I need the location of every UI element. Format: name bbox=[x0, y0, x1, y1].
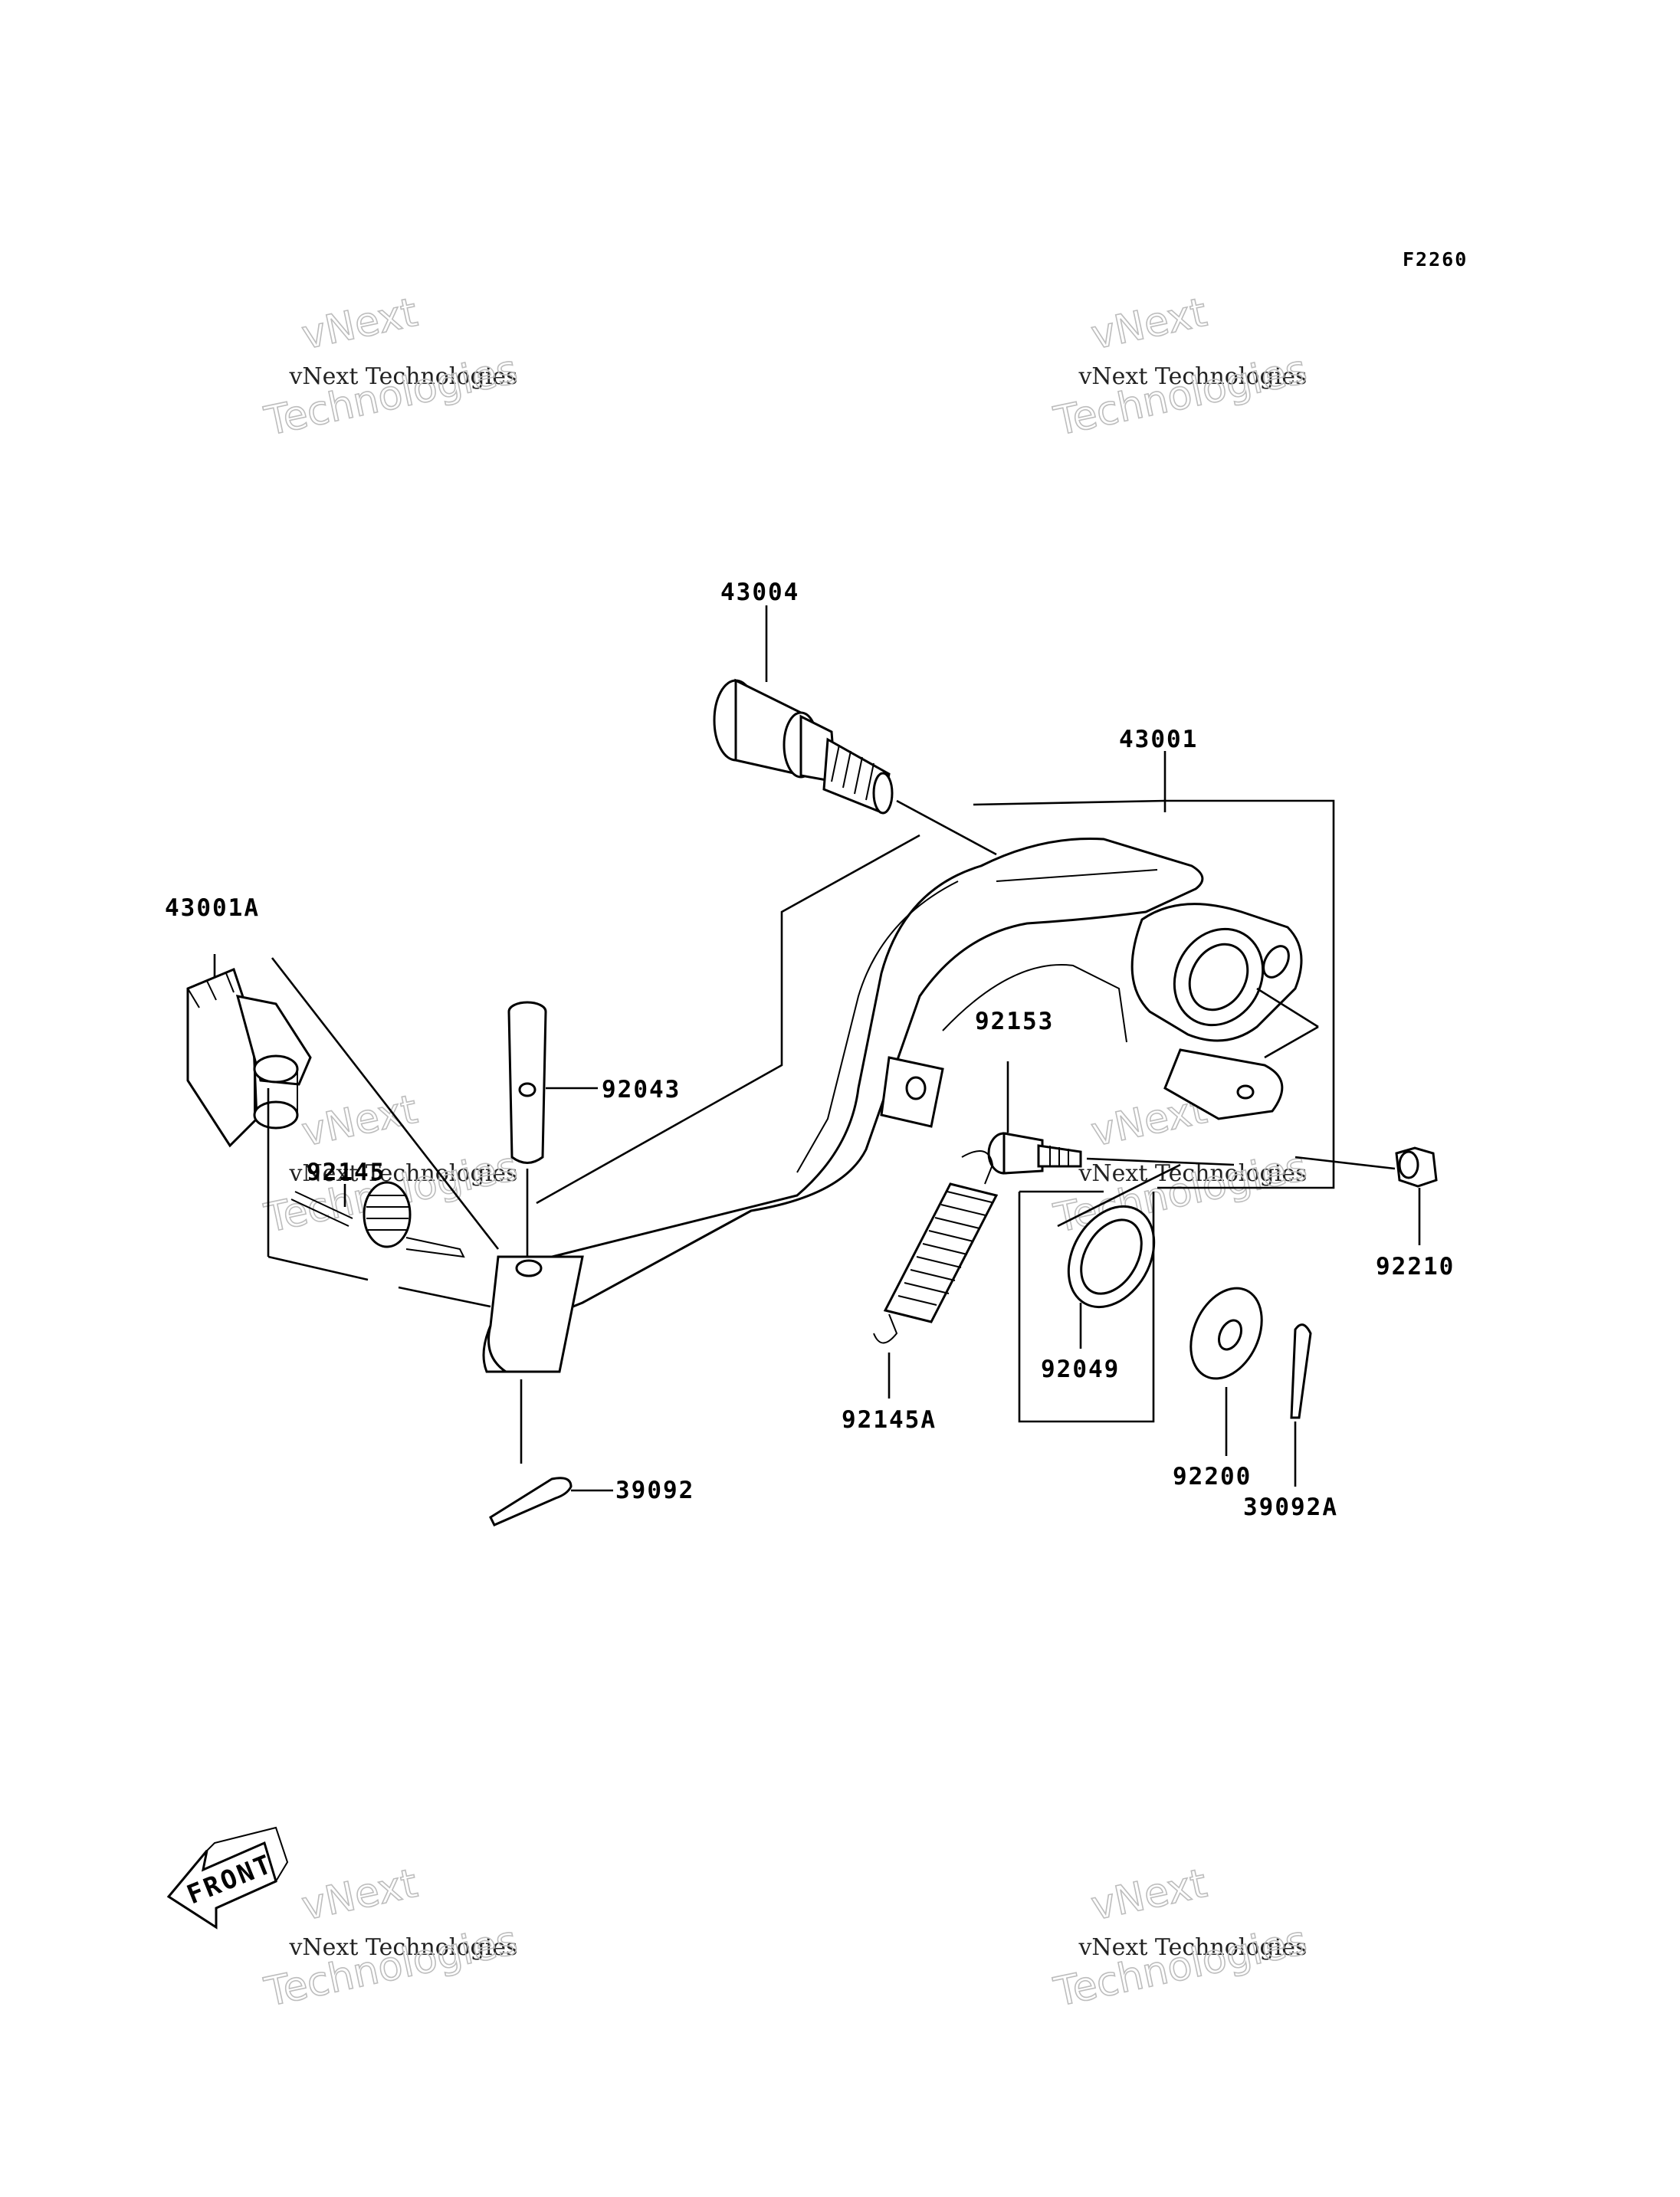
tension-spring-92145A bbox=[873, 1150, 999, 1344]
svg-text:vNext: vNext bbox=[1088, 290, 1211, 359]
figure-code: F2260 bbox=[1403, 248, 1468, 271]
nut-92210 bbox=[1395, 1146, 1438, 1188]
pedal-pad-43001A bbox=[186, 967, 312, 1148]
label-92145: 92145 bbox=[307, 1159, 386, 1186]
label-39092: 39092 bbox=[615, 1477, 694, 1504]
svg-text:vNext: vNext bbox=[1088, 1861, 1211, 1930]
svg-text:Technologies: Technologies bbox=[1050, 1917, 1311, 2015]
svg-text:vNext Technologies: vNext Technologies bbox=[1078, 1160, 1307, 1187]
label-92145A: 92145A bbox=[842, 1406, 937, 1434]
svg-text:vNext Technologies: vNext Technologies bbox=[1078, 1934, 1307, 1961]
svg-text:vNext: vNext bbox=[298, 1861, 422, 1930]
torsion-spring-92145 bbox=[290, 1181, 465, 1258]
watermark-bottom-left: vNext vNext Technologies Technologies bbox=[260, 1860, 522, 2016]
watermark-top-left: vNext vNext Technologies Technologies bbox=[260, 289, 522, 445]
label-39092A: 39092A bbox=[1243, 1494, 1338, 1521]
washer-92200 bbox=[1189, 1287, 1263, 1380]
front-direction-marker: FRONT bbox=[166, 1826, 289, 1930]
label-43001: 43001 bbox=[1119, 726, 1198, 753]
watermark-bottom-right: vNext vNext Technologies Technologies bbox=[1049, 1860, 1311, 2016]
brake-pedal-43001 bbox=[482, 837, 1303, 1373]
bolt-92153 bbox=[987, 1132, 1082, 1175]
svg-text:vNext Technologies: vNext Technologies bbox=[288, 1934, 517, 1961]
clevis-pin-92043 bbox=[507, 1001, 547, 1164]
label-92210: 92210 bbox=[1376, 1253, 1455, 1280]
svg-text:vNext Technologies: vNext Technologies bbox=[288, 363, 517, 390]
cotter-pin-39092A bbox=[1290, 1323, 1312, 1419]
cotter-pin-39092 bbox=[489, 1477, 573, 1526]
label-43001A: 43001A bbox=[165, 894, 260, 922]
svg-text:Technologies: Technologies bbox=[261, 346, 521, 444]
seal-92049 bbox=[1067, 1205, 1156, 1309]
svg-text:vNext Technologies: vNext Technologies bbox=[1078, 363, 1307, 390]
label-92049: 92049 bbox=[1041, 1356, 1120, 1383]
svg-text:vNext: vNext bbox=[298, 1087, 422, 1156]
label-92153: 92153 bbox=[975, 1008, 1054, 1035]
label-92200: 92200 bbox=[1173, 1463, 1252, 1490]
svg-text:vNext: vNext bbox=[298, 290, 422, 359]
svg-text:Technologies: Technologies bbox=[261, 1917, 521, 2015]
svg-text:vNext Technologies: vNext Technologies bbox=[288, 1160, 517, 1187]
watermark-top-right: vNext vNext Technologies Technologies bbox=[1049, 289, 1311, 445]
pivot-bolt-43004 bbox=[713, 678, 894, 815]
label-92043: 92043 bbox=[602, 1076, 681, 1103]
svg-text:Technologies: Technologies bbox=[1050, 346, 1311, 444]
label-43004: 43004 bbox=[720, 579, 799, 606]
